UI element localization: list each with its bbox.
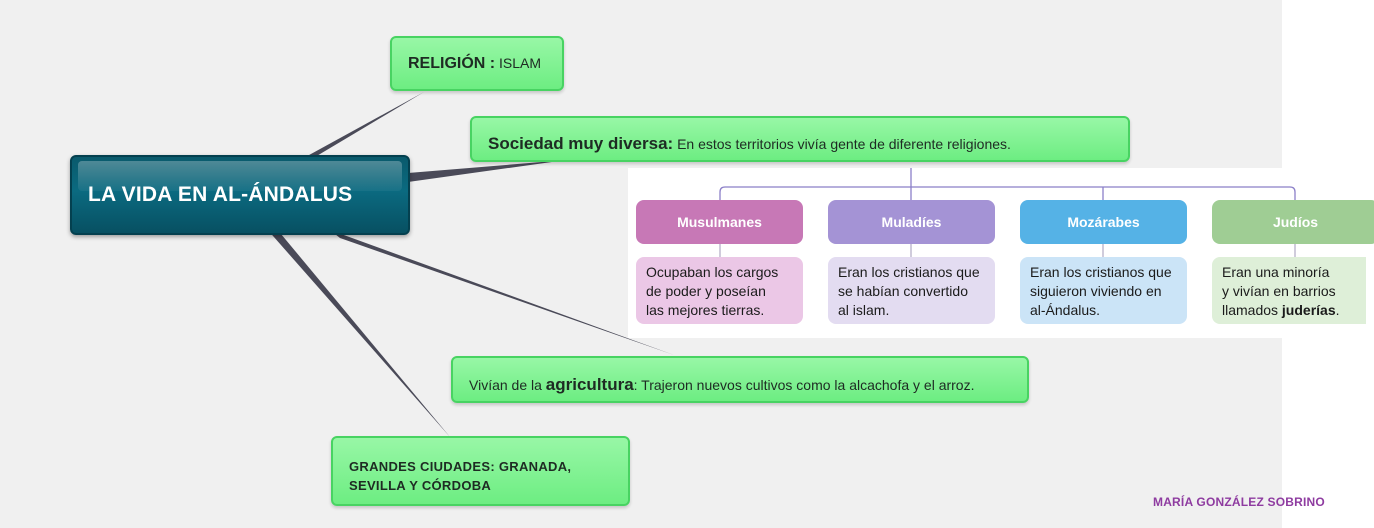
group-line: Eran los cristianos que [1030,264,1172,280]
group-line: las mejores tierras. [646,302,765,318]
link-sociedad [408,160,566,182]
group-header-muladies[interactable]: Muladíes [828,200,995,244]
group-line: y vivían en barrios [1222,283,1336,299]
group-line: Ocupaban los cargos [646,264,779,280]
author-credit: MARÍA GONZÁLEZ SOBRINO [1153,495,1325,509]
ciudades-line-2: SEVILLA Y CÓRDOBA [349,478,492,493]
religion-value: ISLAM [499,55,542,71]
node-religion[interactable]: RELIGIÓN : ISLAM [390,36,564,91]
group-header-judios[interactable]: Judíos [1212,200,1374,244]
node-agricultura[interactable]: Vivían de la agricultura: Trajeron nuevo… [451,356,1029,403]
group-line: llamados [1222,302,1279,318]
agricultura-prefix: Vivían de la [469,377,542,393]
agricultura-suffix: : Trajeron nuevos cultivos como la alcac… [633,377,975,393]
group-line: Eran los cristianos que [838,264,980,280]
group-body-mozarabes: Eran los cristianos que siguieron vivien… [1020,257,1187,324]
agricultura-keyword: agricultura [545,375,634,394]
central-topic[interactable]: LA VIDA EN AL-ÁNDALUS [70,155,410,235]
group-line: de poder y poseían [646,283,766,299]
group-line: se habían convertido [838,283,968,299]
group-line: al islam. [838,302,890,318]
tree-bar [719,186,1296,200]
central-gloss [78,161,402,191]
link-religion [300,92,424,160]
juderias-emphasis: juderías [1281,302,1336,318]
group-header-mozarabes[interactable]: Mozárabes [1020,200,1187,244]
sociedad-label: Sociedad muy diversa: [488,134,674,153]
link-agricultura [330,230,674,355]
group-body-muladies: Eran los cristianos que se habían conver… [828,257,995,324]
ciudades-line-1: GRANDES CIUDADES: GRANADA, [349,459,572,474]
group-header-musulmanes[interactable]: Musulmanes [636,200,803,244]
group-line: siguieron viviendo en [1030,283,1162,299]
group-body-judios: Eran una minoría y vivían en barrios lla… [1212,257,1366,324]
sociedad-text: En estos territorios vivía gente de dife… [677,136,1011,152]
group-line-end: . [1335,302,1340,318]
group-body-musulmanes: Ocupaban los cargos de poder y poseían l… [636,257,803,324]
node-ciudades[interactable]: GRANDES CIUDADES: GRANADA, SEVILLA Y CÓR… [331,436,630,506]
religion-label: RELIGIÓN : [408,55,496,72]
group-line-last: llamados juderías. [1222,301,1366,320]
group-line: Eran una minoría [1222,264,1330,280]
link-ciudades [266,228,450,437]
node-sociedad[interactable]: Sociedad muy diversa: En estos territori… [470,116,1130,162]
central-title: LA VIDA EN AL-ÁNDALUS [88,183,353,206]
group-line: al-Ándalus. [1030,302,1101,318]
